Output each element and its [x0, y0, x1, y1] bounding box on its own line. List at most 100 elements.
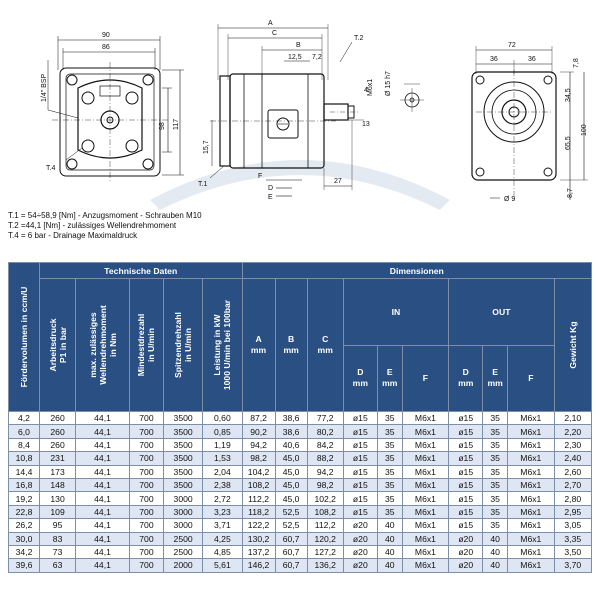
table-cell: M6x1 — [507, 518, 555, 533]
table-cell: 44,1 — [75, 504, 130, 520]
table-cell: 60,7 — [274, 558, 308, 573]
table-cell: 260 — [38, 410, 77, 426]
table-cell: 87,2 — [241, 410, 276, 426]
table-cell: ø15 — [448, 504, 484, 520]
table-cell: ø15 — [448, 477, 484, 493]
table-cell: 35 — [482, 451, 509, 466]
table-cell: 40 — [482, 531, 509, 546]
table-cell: 231 — [38, 451, 77, 466]
table-cell: 8,4 — [8, 437, 40, 453]
table-cell: 6,0 — [8, 424, 40, 439]
table-cell: 700 — [128, 424, 164, 439]
dim-side-E: E — [268, 194, 273, 201]
table-cell: ø15 — [342, 464, 378, 479]
table-cell: 2,04 — [202, 464, 243, 479]
shaft-detail — [400, 83, 424, 112]
table-cell: 35 — [376, 477, 403, 493]
note-t2: T.2 =44,1 [Nm] - zulässiges Wellendrehmo… — [8, 221, 177, 230]
group-in: IN — [342, 278, 450, 346]
table-cell: M6x1 — [401, 464, 450, 479]
table-cell: ø20 — [342, 544, 378, 560]
table-cell: ø15 — [448, 410, 484, 426]
table-cell: 3500 — [162, 477, 204, 493]
table-cell: M6x1 — [401, 451, 450, 466]
table-cell: 2,95 — [553, 504, 593, 520]
table-cell: M6x1 — [507, 504, 555, 520]
table-cell: 40 — [482, 558, 509, 573]
dim-side-7-2: 7,2 — [312, 54, 322, 61]
col-weight: Gewicht Kg — [553, 278, 593, 412]
table-cell: 700 — [128, 491, 164, 506]
dim-side-C: C — [272, 30, 277, 37]
table-cell: 10,8 — [8, 451, 40, 466]
table-cell: ø15 — [342, 491, 378, 506]
table-cell: 44,1 — [75, 531, 130, 546]
dim-side-B: B — [296, 42, 301, 49]
table-cell: 77,2 — [306, 410, 344, 426]
dim-rear-8-7: 8,7 — [567, 188, 574, 198]
table-cell: M6x1 — [401, 477, 450, 493]
table-cell: 35 — [376, 410, 403, 426]
table-cell: M6x1 — [507, 491, 555, 506]
table-cell: 45,0 — [274, 477, 308, 493]
table-cell: 45,0 — [274, 451, 308, 466]
table-cell: 700 — [128, 504, 164, 520]
table-cell: 3,35 — [553, 531, 593, 546]
table-cell: M6x1 — [507, 451, 555, 466]
table-cell: 130 — [38, 491, 77, 506]
table-cell: 1,19 — [202, 437, 243, 453]
table-cell: 136,2 — [306, 558, 344, 573]
dim-rear-7-8: 7,8 — [573, 58, 580, 68]
table-cell: 5,61 — [202, 558, 243, 573]
table-cell: 35 — [376, 504, 403, 520]
table-cell: 700 — [128, 558, 164, 573]
table-cell: M6x1 — [507, 558, 555, 573]
table-cell: 38,6 — [274, 424, 308, 439]
col-out-F: F — [507, 344, 555, 412]
table-cell: 700 — [128, 464, 164, 479]
table-cell: 35 — [376, 451, 403, 466]
table-cell: M6x1 — [401, 437, 450, 453]
table-cell: 104,2 — [241, 464, 276, 479]
table-cell: 35 — [482, 464, 509, 479]
dim-side-F: F — [258, 173, 262, 180]
table-cell: M6x1 — [507, 424, 555, 439]
table-cell: 102,2 — [306, 491, 344, 506]
table-cell: 1,53 — [202, 451, 243, 466]
table-cell: 44,1 — [75, 437, 130, 453]
table-cell: 45,0 — [274, 491, 308, 506]
table-cell: ø20 — [448, 544, 484, 560]
table-cell: 146,2 — [241, 558, 276, 573]
table-cell: 83 — [38, 531, 77, 546]
table-cell: 52,5 — [274, 504, 308, 520]
table-cell: 0,60 — [202, 410, 243, 426]
table-cell: 44,1 — [75, 451, 130, 466]
table-cell: 45,0 — [274, 464, 308, 479]
table-cell: 4,2 — [8, 410, 40, 426]
table-cell: 80,2 — [306, 424, 344, 439]
dim-side-4: 4 — [364, 87, 368, 94]
table-cell: 40 — [482, 544, 509, 560]
table-cell: 700 — [128, 410, 164, 426]
table-cell: 700 — [128, 451, 164, 466]
table-cell: 35 — [482, 424, 509, 439]
table-cell: 700 — [128, 477, 164, 493]
table-cell: 38,6 — [274, 410, 308, 426]
table-cell: 35 — [482, 410, 509, 426]
table-cell: ø15 — [342, 504, 378, 520]
table-cell: 4,25 — [202, 531, 243, 546]
table-cell: 2000 — [162, 558, 204, 573]
table-cell: 35 — [482, 491, 509, 506]
dim-front-98: 98 — [159, 122, 166, 130]
table-cell: M6x1 — [401, 531, 450, 546]
table-cell: 44,1 — [75, 464, 130, 479]
